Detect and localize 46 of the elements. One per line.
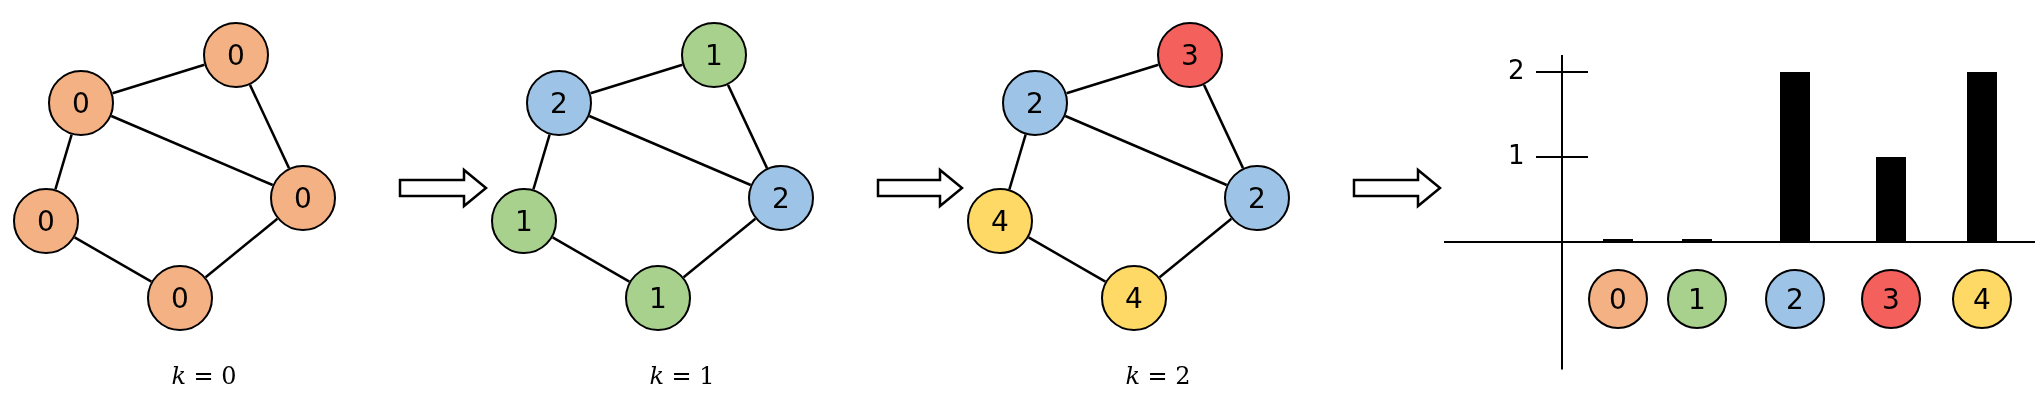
edge-line bbox=[74, 236, 152, 283]
tick-label: 2 bbox=[1508, 55, 1525, 85]
edge-line bbox=[112, 63, 205, 95]
edge-line bbox=[1202, 84, 1245, 169]
edge-line bbox=[532, 134, 551, 190]
node-circle: 2 bbox=[1002, 70, 1068, 136]
edge-line bbox=[588, 114, 752, 187]
edge-line bbox=[1028, 236, 1106, 283]
node-circle: 4 bbox=[1101, 265, 1167, 331]
edge-line bbox=[590, 63, 683, 95]
node-circle: 2 bbox=[1224, 165, 1290, 231]
edge-line bbox=[54, 134, 73, 190]
panel-label: k = 2 bbox=[1124, 362, 1192, 390]
node-circle: 0 bbox=[203, 22, 269, 88]
panel-label: k = 1 bbox=[648, 362, 716, 390]
edge-line bbox=[1064, 114, 1228, 187]
block-arrow bbox=[1352, 167, 1442, 209]
panel-label: k = 0 bbox=[170, 362, 238, 390]
block-arrow bbox=[876, 167, 964, 209]
node-circle: 1 bbox=[1667, 269, 1727, 329]
node-circle: 3 bbox=[1157, 22, 1223, 88]
node-circle: 4 bbox=[967, 188, 1033, 254]
edge-line bbox=[1008, 134, 1027, 190]
node-circle: 1 bbox=[625, 265, 691, 331]
node-circle: 0 bbox=[270, 165, 336, 231]
node-circle: 0 bbox=[147, 265, 213, 331]
edge-line bbox=[248, 84, 291, 169]
node-circle: 1 bbox=[681, 22, 747, 88]
tick-label: 1 bbox=[1508, 140, 1525, 170]
node-circle: 2 bbox=[526, 70, 592, 136]
edge-line bbox=[1066, 63, 1159, 95]
edge-line bbox=[110, 114, 274, 187]
node-circle: 0 bbox=[48, 70, 114, 136]
edge-line bbox=[726, 84, 769, 169]
edge-line bbox=[682, 217, 757, 279]
node-circle: 2 bbox=[1765, 269, 1825, 329]
node-circle: 3 bbox=[1861, 269, 1921, 329]
node-circle: 0 bbox=[13, 188, 79, 254]
node-circle: 4 bbox=[1952, 269, 2012, 329]
edge-line bbox=[204, 217, 279, 279]
edge-line bbox=[1158, 217, 1233, 279]
node-circle: 0 bbox=[1588, 269, 1648, 329]
edge-line bbox=[552, 236, 630, 283]
block-arrow bbox=[398, 167, 488, 209]
node-circle: 2 bbox=[748, 165, 814, 231]
node-circle: 1 bbox=[491, 188, 557, 254]
